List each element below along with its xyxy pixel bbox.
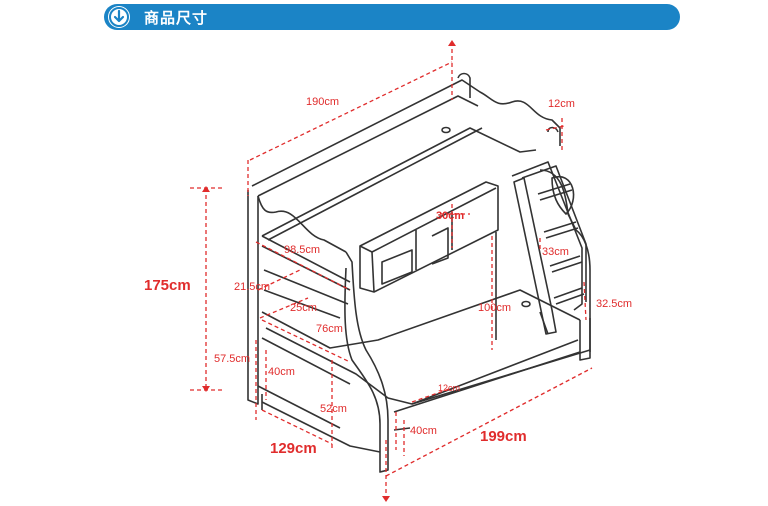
dim-ladder-offset: 32.5cm xyxy=(596,298,633,310)
dim-base-leg: 40cm xyxy=(410,425,437,437)
dim-ladder-depth: 100cm xyxy=(478,302,512,314)
dim-total-height: 175cm xyxy=(144,277,191,294)
dim-lower-panel: 52cm xyxy=(320,403,347,415)
dim-lower-height: 57.5cm xyxy=(214,353,251,365)
dim-total-width: 129cm xyxy=(270,440,317,457)
dim-lower-leg: 40cm xyxy=(268,366,295,378)
download-arrow-icon xyxy=(108,6,130,28)
section-header-bar: 商品尺寸 xyxy=(104,4,680,30)
dim-length-top: 190cm xyxy=(306,96,340,108)
dim-ladder-step: 33cm xyxy=(542,246,569,258)
dim-shelf-depth: 30cm xyxy=(436,210,465,222)
dim-total-length: 199cm xyxy=(480,428,527,445)
section-title: 商品尺寸 xyxy=(144,9,209,27)
dim-upper-width: 98.5cm xyxy=(284,244,321,256)
dim-gap-height: 21.5cm xyxy=(234,281,271,293)
dim-upper-deck-width: 76cm xyxy=(316,323,343,335)
dim-rail-width: 12cm xyxy=(548,98,575,110)
dim-drawer-gap: 12cm xyxy=(438,383,461,393)
dim-guard-height: 25cm xyxy=(290,302,317,314)
